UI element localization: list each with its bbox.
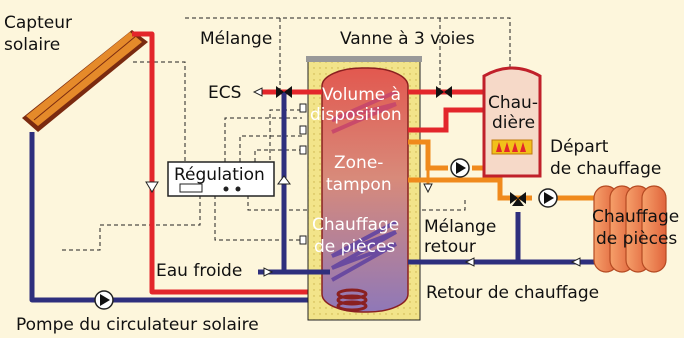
label-chaudiere-2: dière (492, 113, 535, 133)
label-volume-1: Volume à (322, 85, 401, 105)
pumps (94, 158, 558, 310)
label-capteur-1: Capteur (4, 13, 72, 33)
regulation-unit (167, 161, 275, 197)
control-lines (60, 17, 511, 251)
label-retour: Retour de chauffage (426, 283, 599, 303)
label-zone-2: tampon (326, 175, 392, 195)
label-melange-retour-2: retour (424, 237, 476, 257)
valves (276, 86, 526, 206)
label-chaudiere-1: Chau- (488, 93, 538, 113)
label-pompe: Pompe du circulateur solaire (16, 315, 259, 335)
flow-arrows (252, 87, 581, 277)
label-regulation: Régulation (174, 165, 265, 185)
label-chauffage-tank-1: Chauffage (312, 215, 399, 235)
radiators (593, 185, 667, 273)
label-melange: Mélange (200, 29, 272, 49)
label-radiator-1: Chauffage (592, 207, 679, 227)
label-depart-2: de chauffage (550, 159, 661, 179)
solar-loop-arrows (145, 181, 159, 193)
label-depart-1: Départ (550, 137, 609, 157)
label-ecs: ECS (208, 83, 241, 103)
solar-loop-pipes (29, 31, 338, 303)
label-zone-1: Zone- (334, 153, 383, 173)
label-vanne: Vanne à 3 voies (340, 29, 475, 49)
boiler (482, 66, 542, 178)
label-radiator-2: de pièces (596, 229, 677, 249)
label-eau-froide: Eau froide (156, 261, 242, 281)
label-melange-retour-1: Mélange (424, 217, 496, 237)
label-capteur-2: solaire (4, 35, 60, 55)
sensor-stubs (299, 103, 307, 245)
label-chauffage-tank-2: de pièces (314, 237, 395, 257)
storage-tank (306, 56, 422, 321)
label-volume-2: disposition (310, 105, 402, 125)
solar-collector (22, 30, 148, 132)
